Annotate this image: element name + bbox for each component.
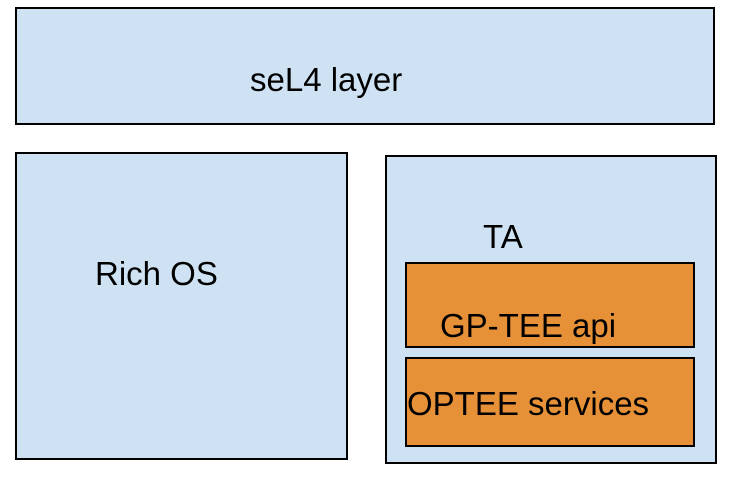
optee-services-label: OPTEE services bbox=[407, 385, 650, 422]
gp-tee-api-box bbox=[405, 262, 695, 348]
ta-label: TA bbox=[483, 218, 523, 255]
optee-services-box bbox=[405, 357, 695, 447]
sel4-layer-box bbox=[15, 7, 715, 125]
sel4-layer-label: seL4 layer bbox=[250, 61, 403, 98]
rich-os-box bbox=[15, 152, 348, 460]
gp-tee-api-label: GP-TEE api bbox=[440, 307, 617, 344]
rich-os-label: Rich OS bbox=[95, 255, 218, 292]
